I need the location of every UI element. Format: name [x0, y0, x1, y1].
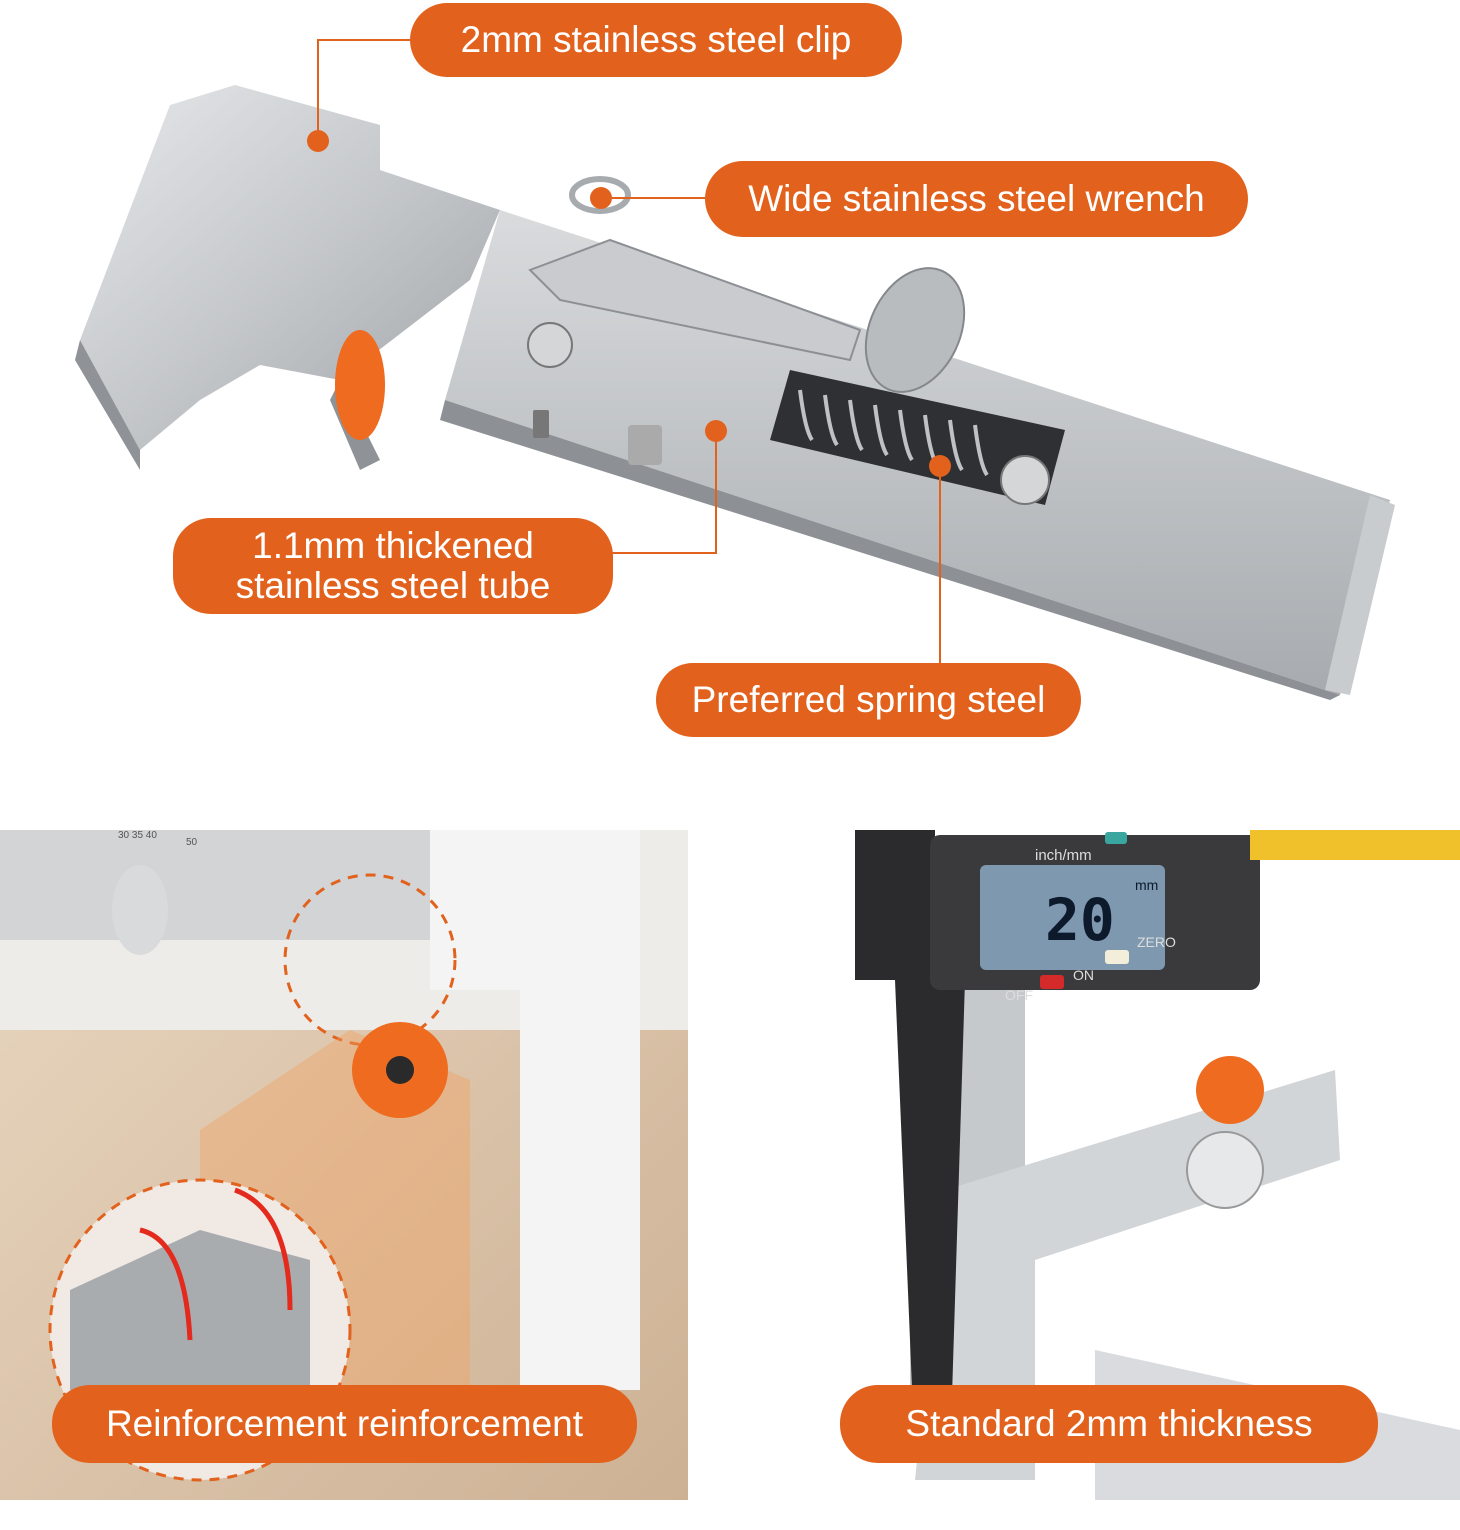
callout-clip: 2mm stainless steel clip [410, 3, 902, 77]
callout-leader-lines [317, 39, 941, 663]
ruler-marks: 30 35 40 [118, 830, 157, 841]
spring-slot [770, 370, 1065, 505]
screw [1000, 455, 1050, 505]
clip-plate [80, 85, 500, 450]
caliper-zero-label: ZERO [1137, 934, 1176, 950]
reinforcement-label: Reinforcement reinforcement [52, 1385, 637, 1463]
product-photo-top [75, 85, 1395, 700]
caliper-on-button [1040, 975, 1064, 989]
callout-wrench: Wide stainless steel wrench [705, 161, 1248, 237]
callout-dot [307, 130, 329, 152]
callout-spring: Preferred spring steel [656, 663, 1081, 737]
thickness-label: Standard 2mm thickness [840, 1385, 1378, 1463]
orange-wheel [1196, 1056, 1264, 1124]
caliper-unit-button-label: inch/mm [1035, 847, 1092, 864]
ruler-marks: 50 [186, 837, 198, 848]
caliper-zero-button [1105, 950, 1129, 964]
wrench [528, 238, 862, 362]
caliper-unit: mm [1135, 877, 1158, 893]
caliper-display [980, 865, 1165, 970]
caliper-on-label: ON [1073, 967, 1094, 983]
caliper-off-label: OFF [1005, 987, 1033, 1003]
callout-dot [590, 187, 612, 209]
callout-tube: 1.1mm thickened stainless steel tube [173, 518, 613, 614]
callout-dot [929, 455, 951, 477]
caliper-jaw [855, 830, 1035, 1460]
caliper-reading: 20 [1045, 886, 1115, 954]
orange-wheel [335, 330, 385, 440]
callout-dot [705, 420, 727, 442]
